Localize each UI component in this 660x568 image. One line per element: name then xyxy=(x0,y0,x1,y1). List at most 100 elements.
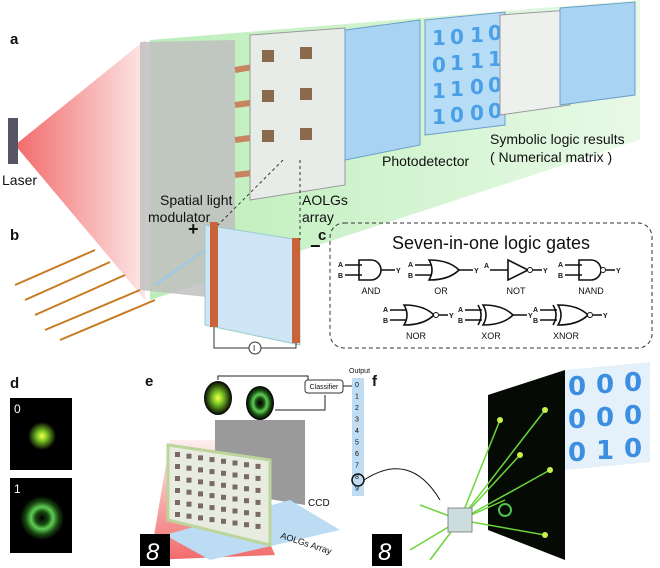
aolgs-array-block xyxy=(166,443,272,547)
input-b-label: B xyxy=(558,273,563,280)
svg-text:0: 0 xyxy=(568,405,586,435)
output-digit-5: 5 xyxy=(355,440,359,447)
logic-gates: ABYANDABYORAYNOTABYNANDABYNORABYXORABYXN… xyxy=(338,258,621,341)
current-label: I xyxy=(253,344,255,353)
aolgs-label-2: array xyxy=(302,209,334,225)
green-ring xyxy=(498,503,512,517)
input-a-label: A xyxy=(558,262,563,269)
arrow-to-classifier xyxy=(217,375,309,386)
minus-terminal: − xyxy=(310,236,321,256)
output-bar xyxy=(352,378,364,496)
classifier-label: Classifier xyxy=(310,384,339,391)
numerical-matrix-panel xyxy=(424,11,506,136)
aolgs-array xyxy=(249,27,346,201)
input-a-label: A xyxy=(533,307,538,314)
green-spots xyxy=(497,407,553,538)
state-0-label: 0 xyxy=(14,402,21,416)
svg-text:0: 0 xyxy=(568,372,586,402)
electrode-right xyxy=(292,238,300,343)
gate-label: NOT xyxy=(507,286,527,296)
output-digit-0: 0 xyxy=(355,382,359,389)
output-y-label: Y xyxy=(603,313,608,320)
gate-label: XOR xyxy=(481,331,501,341)
panel-label-c: c xyxy=(318,227,326,244)
gate-label: NAND xyxy=(578,286,604,296)
ccd-label: CCD xyxy=(308,498,330,509)
input-b-label: B xyxy=(338,273,343,280)
aolg-devices xyxy=(262,47,312,142)
svg-text:1: 1 xyxy=(432,79,446,103)
svg-text:0: 0 xyxy=(450,103,464,127)
aolg-chip xyxy=(447,507,473,533)
svg-text:0: 0 xyxy=(596,370,614,400)
output-digit-9: 9 xyxy=(355,486,359,493)
slm-label-1: Spatial light xyxy=(160,192,232,208)
gate-xnor: AB Y XNOR xyxy=(533,304,608,341)
mnist-digit-e xyxy=(140,534,170,566)
output-digit-4: 4 xyxy=(355,428,359,435)
input-b-label: B xyxy=(533,318,538,325)
laser-source xyxy=(8,118,18,164)
svg-text:1: 1 xyxy=(488,47,502,71)
result-matrix-panel xyxy=(565,362,650,470)
input-a-label: A xyxy=(408,262,413,269)
panel-label-e: e xyxy=(145,373,153,390)
device-block xyxy=(204,224,301,346)
svg-text:0: 0 xyxy=(470,101,484,125)
gate-label: XNOR xyxy=(553,331,580,341)
svg-text:0: 0 xyxy=(432,53,446,77)
output-digit-7: 7 xyxy=(355,463,359,470)
logic-gates-box xyxy=(329,222,653,349)
svg-text:1: 1 xyxy=(450,51,464,75)
input-b-label: B xyxy=(408,273,413,280)
mnist-digit-f xyxy=(372,534,402,566)
input-a-label: A xyxy=(383,307,388,314)
plus-terminal: + xyxy=(188,219,199,239)
svg-text:1: 1 xyxy=(432,105,446,129)
gate-label: OR xyxy=(434,286,448,296)
gate-nand: AB Y NAND xyxy=(558,259,621,296)
panel-label-d: d xyxy=(10,375,19,392)
green-rays xyxy=(409,409,551,561)
gate-label: AND xyxy=(361,286,381,296)
laser-beam xyxy=(15,40,145,300)
aolg-grid xyxy=(175,452,261,529)
output-y-label: Y xyxy=(528,313,533,320)
output-y-label: Y xyxy=(543,268,548,275)
svg-text:0: 0 xyxy=(488,99,502,123)
arrow-to-f xyxy=(363,468,441,501)
arrow-to-classifier-2 xyxy=(275,395,326,411)
results-label-1: Symbolic logic results xyxy=(490,131,625,147)
gaussian-spot xyxy=(28,422,56,450)
panel-label-b: b xyxy=(10,227,19,244)
svg-text:0: 0 xyxy=(624,434,642,464)
svg-text:0: 0 xyxy=(596,403,614,433)
ammeter-icon xyxy=(248,341,262,355)
svg-text:0: 0 xyxy=(568,438,586,468)
aolgs-label-1: AOLGs xyxy=(302,192,348,208)
output-digit-6: 6 xyxy=(355,451,359,458)
output-y-label: Y xyxy=(616,268,621,275)
crystal-lattice xyxy=(14,249,156,341)
svg-text:0: 0 xyxy=(450,25,464,49)
input-b-label: B xyxy=(383,318,388,325)
svg-text:1: 1 xyxy=(596,436,614,466)
svg-text:0: 0 xyxy=(488,21,502,45)
logic-gates-title: Seven-in-one logic gates xyxy=(392,233,590,253)
svg-text:1: 1 xyxy=(470,23,484,47)
zoom-line xyxy=(154,249,206,286)
results-label-2: ( Numerical matrix ) xyxy=(490,149,612,165)
output-y-label: Y xyxy=(474,268,479,275)
gate-label: NOR xyxy=(406,331,427,341)
input-b-label: B xyxy=(458,318,463,325)
svg-text:1: 1 xyxy=(470,49,484,73)
svg-text:0: 0 xyxy=(624,368,642,398)
photodetector-panel-2 xyxy=(559,1,636,106)
gate-or: AB Y OR xyxy=(408,259,479,296)
output-digit-2: 2 xyxy=(355,405,359,412)
